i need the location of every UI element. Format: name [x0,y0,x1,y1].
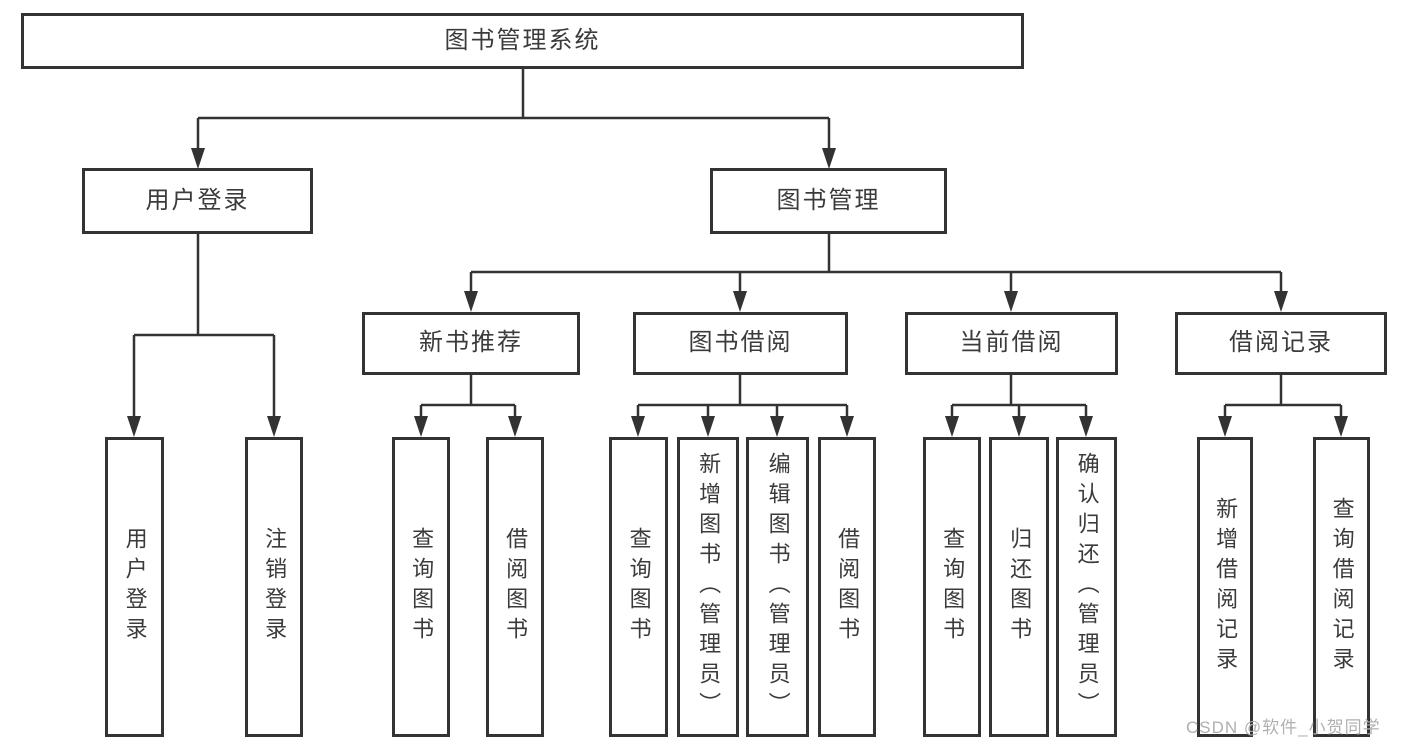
node-leaf-edit-book-admin: 编辑图书（管理员） [746,437,809,737]
connector-bookborrow-to-leaves [636,375,849,431]
node-leaf-add-borrow-record: 新增借阅记录 [1197,437,1253,737]
node-new-book-recommend: 新书推荐 [362,312,580,375]
node-leaf-borrow-books: 借阅图书 [818,437,876,737]
connector-newbook-to-leaves [419,375,517,431]
node-book-borrow: 图书借阅 [633,312,848,375]
node-current-borrow: 当前借阅 [905,312,1118,375]
node-leaf-query-books-borrow: 查询图书 [609,437,668,737]
node-leaf-confirm-return-admin: 确认归还（管理员） [1056,437,1117,737]
connector-borrowrecords-to-leaves [1223,375,1343,431]
node-leaf-return-book: 归还图书 [989,437,1049,737]
node-leaf-logout: 注销登录 [245,437,303,737]
node-leaf-query-books-current: 查询图书 [923,437,981,737]
node-book-management: 图书管理 [710,168,947,234]
connector-bookmgmt-to-level3 [469,233,1283,306]
node-leaf-borrow-books-recommend: 借阅图书 [486,437,544,737]
node-leaf-query-borrow-record: 查询借阅记录 [1313,437,1370,737]
arrowheads [127,148,1348,437]
connector-userlogin-to-leaves [132,234,276,431]
node-leaf-user-login: 用户登录 [105,437,164,737]
csdn-watermark: CSDN @软件_小贺同学 [1186,718,1381,737]
node-user-login: 用户登录 [82,168,313,234]
connector-root-to-level2 [196,69,831,164]
node-borrow-records: 借阅记录 [1175,312,1387,375]
node-leaf-query-books-recommend: 查询图书 [392,437,450,737]
node-leaf-add-book-admin: 新增图书（管理员） [677,437,739,737]
node-root-system: 图书管理系统 [21,13,1024,69]
